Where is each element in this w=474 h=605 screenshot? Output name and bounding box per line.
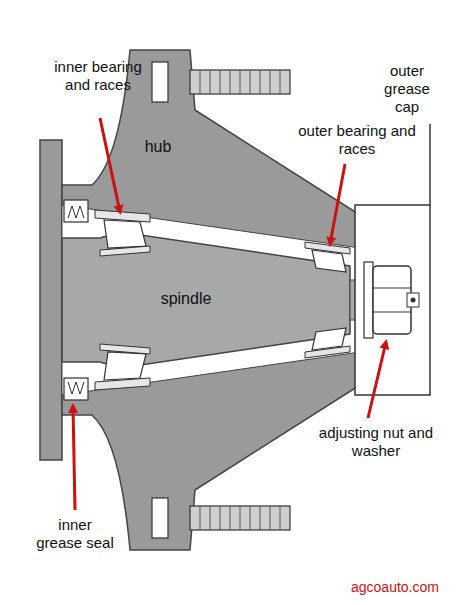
part-label: inner bearing and races (42, 58, 154, 94)
callout-arrow (100, 118, 120, 212)
watermark: agcoauto.com (330, 578, 460, 596)
grease-seal (64, 200, 88, 222)
outer-bearing (305, 242, 350, 272)
washer (364, 262, 373, 338)
part-label: spindle (148, 290, 224, 308)
part-label: outer bearing and races (298, 122, 416, 158)
adjusting-nut (373, 266, 419, 334)
bracket-line (429, 124, 431, 205)
inner-bearing (95, 210, 150, 256)
callout-arrow (73, 406, 75, 510)
backing-plate (40, 140, 62, 460)
hub-bore (62, 205, 360, 395)
part-label: outer grease cap (372, 62, 442, 116)
grease-cap (355, 205, 430, 395)
grease-seal (64, 378, 88, 400)
inner-bearing (95, 344, 150, 390)
outer-bearing (305, 328, 350, 358)
wheel-stud (152, 62, 290, 102)
part-label: adjusting nut and washer (314, 424, 438, 460)
callout-arrow (330, 164, 345, 244)
callout-arrow (368, 342, 386, 418)
spindle-shaft (62, 232, 350, 368)
part-label: hub (128, 138, 188, 156)
wheel-stud (152, 498, 290, 538)
part-label: inner grease seal (34, 516, 116, 552)
